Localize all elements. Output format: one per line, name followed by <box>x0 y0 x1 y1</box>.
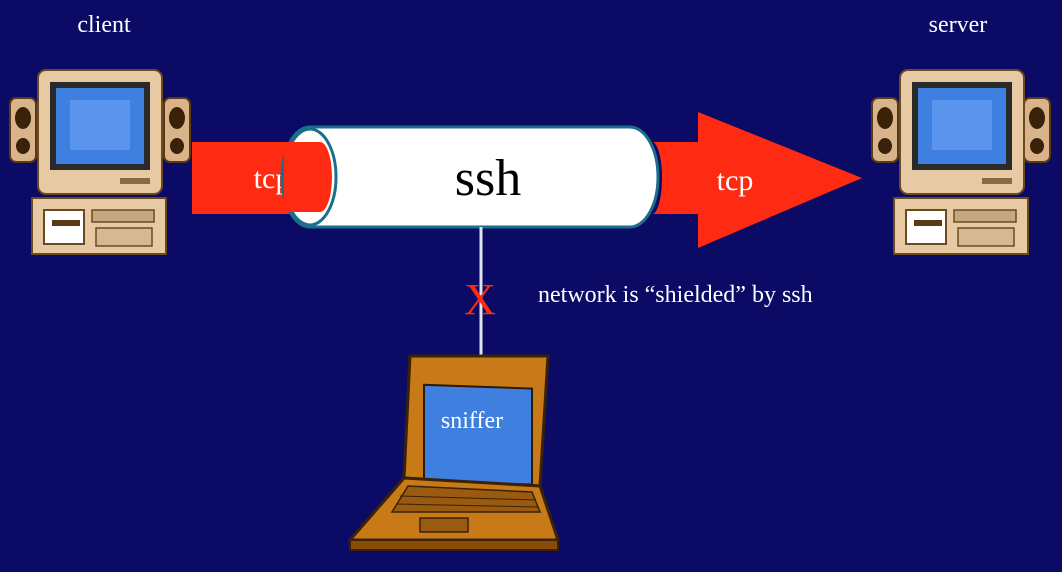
ssh-tunnel <box>280 125 660 229</box>
sniffer-laptop-icon <box>346 354 561 551</box>
ssh-label: ssh <box>455 150 521 207</box>
shielded-note: network is “shielded” by ssh <box>538 282 813 308</box>
blocked-x-mark: X <box>464 275 496 324</box>
server-label: server <box>929 12 988 38</box>
client-computer-icon <box>9 69 191 255</box>
tcp-arrow-right <box>652 112 862 248</box>
tcp-label-right: tcp <box>717 164 754 197</box>
client-label: client <box>77 12 131 38</box>
sniffer-label: sniffer <box>441 408 503 434</box>
server-computer-icon <box>871 69 1051 255</box>
